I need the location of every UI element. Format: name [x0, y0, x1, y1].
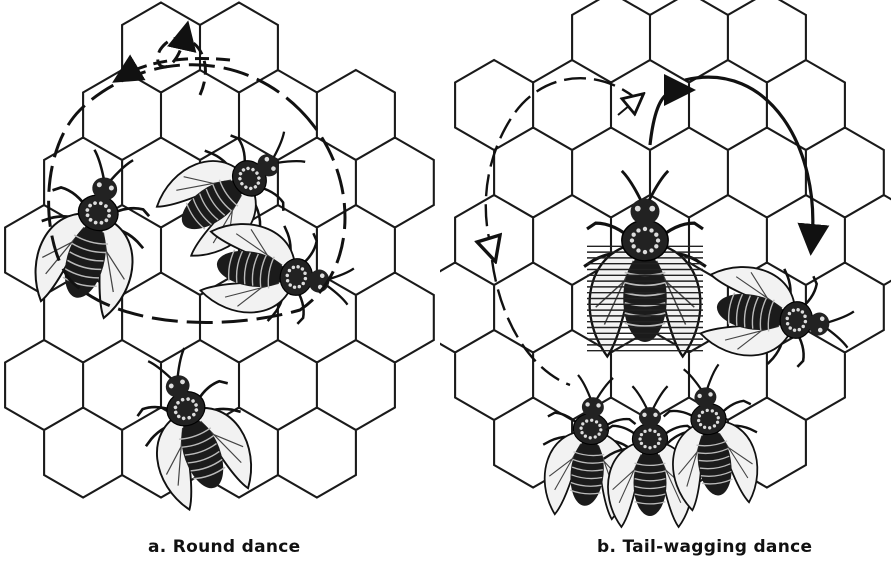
bee-follower-3 [119, 337, 266, 516]
tail-wagging-dance-panel [440, 0, 891, 530]
bee-follower-b1 [697, 256, 859, 377]
caption-round-dance: a. Round dance [148, 537, 300, 557]
bee-dancer-b [584, 171, 706, 357]
return-left-arrow-icon [486, 78, 640, 250]
round-dance-illustration [0, 0, 440, 530]
round-dance-panel [0, 0, 440, 530]
return-right-arrow-icon [685, 77, 813, 240]
tail-wagging-dance-illustration [440, 0, 891, 530]
waggle-run-arrow-icon [650, 90, 680, 145]
small-open-arrow-icon [618, 100, 636, 115]
caption-tail-wagging-dance: b. Tail-wagging dance [597, 537, 812, 557]
